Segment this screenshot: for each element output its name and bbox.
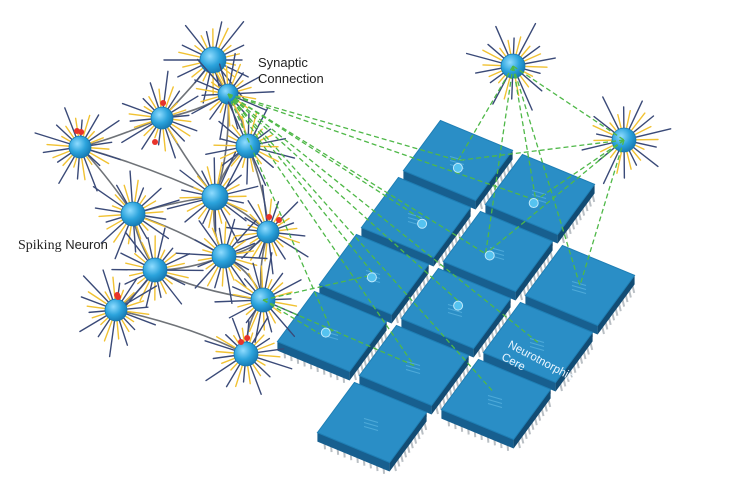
spiky-neuron-icon bbox=[581, 96, 672, 185]
synaptic-link bbox=[579, 139, 625, 286]
synaptic-label-line1: Synaptic bbox=[258, 55, 308, 70]
synapse-node bbox=[528, 198, 539, 209]
microchip-icon bbox=[316, 381, 428, 474]
spike-dot bbox=[160, 100, 167, 106]
synaptic-link bbox=[227, 93, 537, 201]
spiky-neuron-icon bbox=[465, 22, 556, 111]
synapse-node bbox=[484, 250, 495, 261]
synaptic-link bbox=[227, 93, 333, 332]
synaptic-link bbox=[485, 139, 625, 255]
synaptic-connection-label: Synaptic Connection bbox=[258, 55, 348, 87]
synaptic-link bbox=[262, 299, 415, 367]
spike-dot bbox=[266, 214, 273, 220]
spiky-neuron-icon bbox=[175, 218, 268, 305]
spike-dot bbox=[238, 339, 244, 345]
neuron-network bbox=[34, 20, 672, 395]
axon-line bbox=[79, 146, 134, 215]
synaptic-link bbox=[457, 139, 625, 162]
synaptic-link bbox=[227, 93, 459, 162]
spiking-neuron-label: Spiking Neuron bbox=[18, 237, 108, 254]
synaptic-link bbox=[227, 93, 375, 275]
synaptic-links bbox=[227, 65, 625, 391]
chip-grid bbox=[276, 119, 636, 474]
synaptic-link bbox=[457, 65, 514, 161]
synaptic-link bbox=[535, 139, 625, 201]
spiky-neuron-icon bbox=[225, 184, 309, 275]
axon-line bbox=[79, 146, 216, 198]
synaptic-label-line2: Connection bbox=[258, 71, 324, 86]
microchip-icon bbox=[440, 358, 552, 451]
synaptic-link bbox=[227, 93, 493, 391]
spiky-neuron-icon bbox=[166, 151, 259, 242]
synaptic-link bbox=[227, 93, 539, 344]
spike-dot bbox=[115, 294, 121, 300]
spiky-neuron-icon bbox=[204, 316, 293, 395]
synaptic-link bbox=[227, 93, 461, 304]
axon-line bbox=[115, 309, 247, 355]
synaptic-link bbox=[512, 65, 537, 201]
synaptic-link bbox=[227, 93, 415, 366]
synaptic-link bbox=[512, 65, 581, 286]
synapse-node bbox=[452, 162, 463, 173]
spiking-word: Spiking bbox=[18, 238, 62, 253]
synaptic-link bbox=[227, 93, 486, 255]
synapse-node bbox=[453, 300, 464, 311]
microchip-icon bbox=[482, 301, 594, 394]
synaptic-link bbox=[512, 65, 625, 141]
synaptic-link bbox=[227, 93, 425, 222]
synaptic-link bbox=[262, 273, 375, 301]
spike-dot bbox=[152, 139, 158, 145]
spiky-neuron-icon bbox=[92, 170, 180, 260]
spiky-neuron-icon bbox=[34, 107, 121, 192]
neuron-word: Neuron bbox=[65, 237, 108, 252]
spike-dot bbox=[244, 335, 251, 341]
spiky-neuron-icon bbox=[121, 70, 199, 159]
synapse-node bbox=[366, 272, 377, 283]
microchip-icon bbox=[402, 119, 514, 212]
spike-dot bbox=[276, 217, 282, 223]
spiky-neuron-icon bbox=[79, 269, 158, 358]
spiky-neuron-icon bbox=[214, 252, 302, 343]
synaptic-link bbox=[262, 299, 320, 335]
synapse-node bbox=[417, 218, 428, 229]
spike-dot bbox=[74, 128, 80, 134]
spiky-neuron-icon bbox=[191, 52, 275, 140]
synapse-node bbox=[320, 327, 331, 338]
microchip-icon bbox=[442, 210, 554, 303]
